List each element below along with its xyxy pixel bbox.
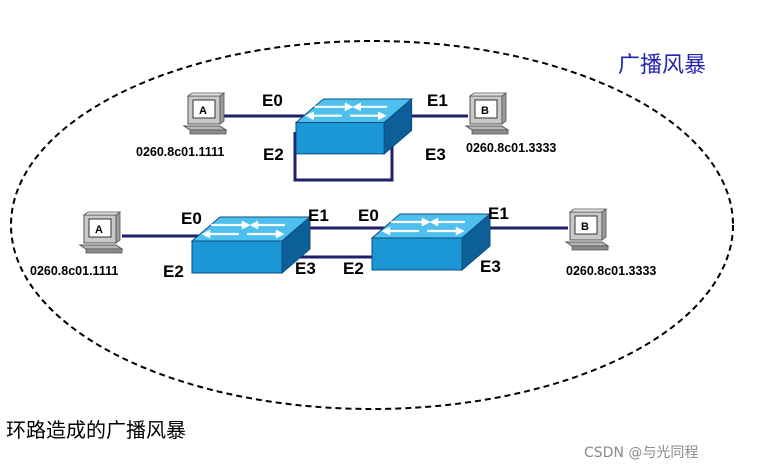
bottom-left-switch-port-e0: E0 (181, 209, 202, 228)
bottom-pc-a-mac: 0260.8c01.1111 (30, 264, 118, 278)
top-switch-port-e3: E3 (425, 145, 446, 164)
top-loop-e2-e3 (293, 132, 394, 182)
top-switch-port-e1: E1 (427, 91, 448, 110)
top-switch-icon (294, 97, 413, 155)
top-switch-port-e2: E2 (263, 145, 284, 164)
bottom-right-switch-port-e2: E2 (343, 259, 364, 278)
top-scenario: A B E0 E1 E2 E3 0260.8c01.1111 0260.8c01… (136, 91, 556, 182)
bottom-left-switch-port-e1: E1 (308, 206, 329, 225)
bottom-pc-b-label: B (581, 221, 589, 233)
top-pc-b-mac: 0260.8c01.3333 (466, 141, 556, 155)
bottom-pc-b-mac: 0260.8c01.3333 (566, 264, 656, 278)
bottom-right-switch-port-e0: E0 (358, 206, 379, 225)
top-pc-a-label: A (199, 105, 207, 117)
csdn-watermark: CSDN @与光同程 (584, 445, 699, 461)
bottom-scenario: A B E0 E1 E2 E3 E0 E1 E2 E3 0260.8c01.11… (30, 204, 656, 281)
bottom-right-switch-port-e1: E1 (488, 204, 509, 223)
figure-caption: 环路造成的广播风暴 (6, 418, 186, 442)
bottom-switch-right-icon (370, 212, 492, 272)
top-pc-a-mac: 0260.8c01.1111 (136, 145, 224, 159)
broadcast-domain-boundary (10, 40, 734, 410)
diagram-title: 广播风暴 (618, 53, 706, 78)
bottom-right-switch-port-e3: E3 (480, 257, 501, 276)
bottom-switch-left-icon (190, 215, 312, 275)
top-pc-b-label: B (481, 105, 489, 117)
bottom-left-switch-port-e3: E3 (295, 259, 316, 278)
top-switch-port-e0: E0 (262, 91, 283, 110)
bottom-pc-a-label: A (95, 224, 103, 236)
bottom-left-switch-port-e2: E2 (163, 262, 184, 281)
